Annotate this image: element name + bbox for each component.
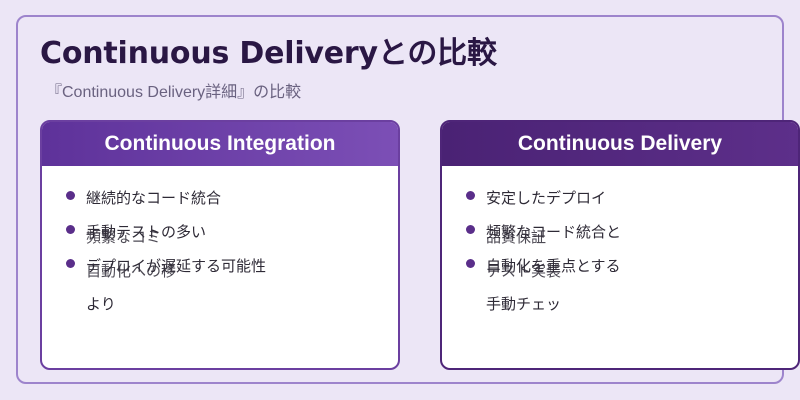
card-line-overlap: テスト実装	[486, 262, 562, 280]
card-line: デプロイが遅延する可能性	[86, 257, 267, 275]
bullet-icon	[66, 191, 75, 200]
card-body: 継続的なコード統合 手動テストの多い 頻繁なコミ デプロイが遅延する可能性 自動…	[42, 166, 398, 368]
page-subtitle: 『Continuous Delivery詳細』の比較	[46, 84, 302, 101]
bullet-icon	[466, 259, 475, 268]
card-header: Continuous Delivery	[442, 122, 798, 166]
card-line-overlap: 自動化への移	[86, 262, 177, 280]
card-line: 手動テストの多い	[86, 223, 207, 241]
bullet-icon	[66, 259, 75, 268]
bullet-icon	[66, 225, 75, 234]
card-line-overlap: 頻繁なコミ	[86, 228, 162, 246]
card-line: 安定したデプロイ	[486, 189, 607, 207]
card-line: 頻繁なコード統合と	[486, 223, 622, 241]
card-body: 安定したデプロイ 頻繁なコード統合と 品質保証 自動化を重点とする テスト実装 …	[442, 166, 798, 368]
card-line-overlap: 品質保証	[486, 228, 547, 246]
card-line: 自動化を重点とする	[486, 257, 621, 275]
continuous-delivery-card: Continuous Delivery 安定したデプロイ 頻繁なコード統合と 品…	[440, 120, 800, 370]
page-title: Continuous Deliveryとの比較	[40, 36, 497, 71]
card-line: 手動チェッ	[486, 295, 562, 313]
card-line: より	[86, 295, 116, 313]
card-header: Continuous Integration	[42, 122, 398, 166]
card-line: 継続的なコード統合	[86, 189, 222, 207]
bullet-icon	[466, 191, 475, 200]
bullet-icon	[466, 225, 475, 234]
continuous-integration-card: Continuous Integration 継続的なコード統合 手動テストの多…	[40, 120, 400, 370]
